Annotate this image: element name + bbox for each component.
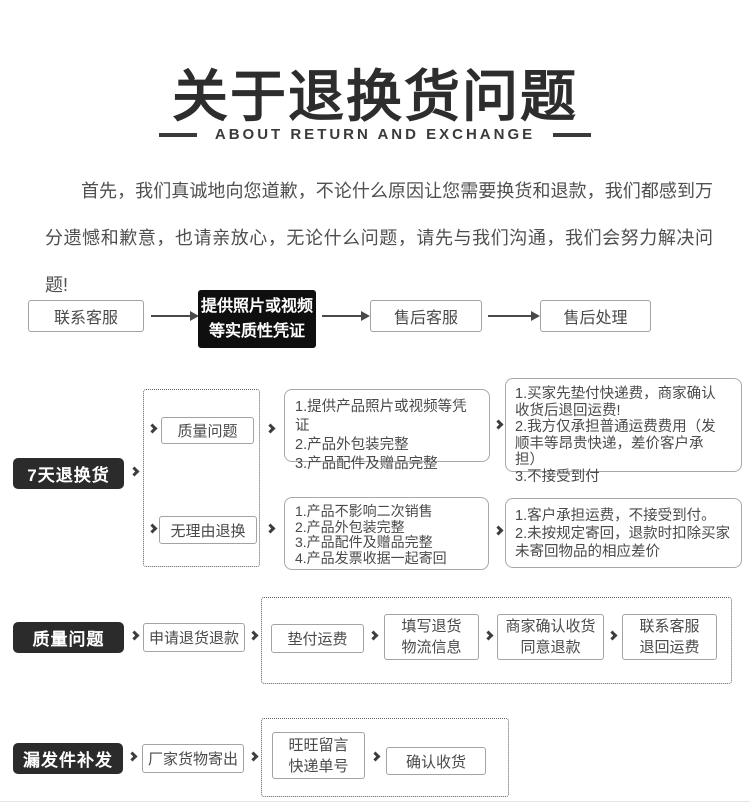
section-label-missing-item: 漏发件补发 bbox=[13, 743, 123, 774]
page-title: 关于退换货问题 bbox=[172, 65, 578, 128]
branch-no-reason-return: 无理由退换 bbox=[159, 516, 257, 544]
chevron-right-icon bbox=[493, 419, 504, 430]
subtitle-dash-left bbox=[158, 132, 197, 137]
flow-arrow bbox=[488, 311, 540, 321]
flow-node-confirm-receipt: 确认收货 bbox=[386, 747, 486, 775]
flow-node-fill-logistics: 填写退货 物流信息 bbox=[384, 614, 479, 660]
branch-quality-issue: 质量问题 bbox=[161, 417, 254, 444]
chevron-right-icon bbox=[265, 523, 276, 534]
page-subtitle-row: ABOUT RETURN AND EXCHANGE bbox=[0, 126, 750, 143]
flow-node-contact-service: 联系客服 bbox=[28, 300, 144, 332]
chevron-right-icon bbox=[248, 630, 259, 641]
flow-node-wangwang-message: 旺旺留言 快递单号 bbox=[272, 732, 365, 779]
flow-node-after-sales-handling: 售后处理 bbox=[540, 300, 651, 332]
bottom-divider bbox=[0, 801, 750, 802]
section-label-quality-issue: 质量问题 bbox=[13, 622, 124, 653]
quality-issue-policy: 1.买家先垫付快递费，商家确认 收货后退回运费! 2.我方仅承担普通运费费用（发… bbox=[505, 378, 742, 485]
quality-issue-conditions: 1.提供产品照片或视频等凭证 2.产品外包装完整 3.产品配件及赠品完整 bbox=[284, 389, 490, 472]
chevron-right-icon bbox=[129, 466, 140, 477]
chevron-right-icon bbox=[127, 751, 138, 762]
seven-day-branch-container bbox=[143, 389, 260, 567]
no-reason-return-policy: 1.客户承担运费，不接受到付。 2.未按规定寄回，退款时扣除买家 未寄回物品的相… bbox=[505, 498, 742, 568]
flow-node-after-sales-service: 售后客服 bbox=[370, 300, 482, 332]
subtitle-dash-right bbox=[553, 132, 592, 137]
page-subtitle: ABOUT RETURN AND EXCHANGE bbox=[214, 126, 536, 143]
no-reason-return-conditions: 1.产品不影响二次销售 2.产品外包装完整 3.产品配件及赠品完整 4.产品发票… bbox=[284, 497, 489, 570]
chevron-right-icon bbox=[493, 525, 504, 536]
chevron-right-icon bbox=[265, 423, 276, 434]
chevron-right-icon bbox=[248, 751, 259, 762]
flow-arrow bbox=[322, 311, 370, 321]
flow-node-prepay-shipping: 垫付运费 bbox=[271, 624, 364, 653]
flow-node-factory-ship: 厂家货物寄出 bbox=[142, 744, 244, 773]
flow-node-evidence: 提供照片或视频 等实质性凭证 bbox=[198, 290, 316, 348]
section-label-seven-day-return: 7天退换货 bbox=[13, 458, 124, 489]
flow-node-seller-confirm-refund: 商家确认收货 同意退款 bbox=[497, 614, 604, 660]
quality-flow-container bbox=[261, 597, 732, 684]
flow-node-refund-shipping-fee: 联系客服 退回运费 bbox=[622, 614, 717, 660]
intro-paragraph: 首先，我们真诚地向您道歉，不论什么原因让您需要换货和退款，我们都感到万分遗憾和歉… bbox=[45, 181, 713, 295]
chevron-right-icon bbox=[129, 630, 140, 641]
flow-arrow bbox=[151, 311, 199, 321]
flow-node-apply-refund: 申请退货退款 bbox=[143, 623, 245, 652]
missing-flow-container bbox=[261, 718, 509, 797]
